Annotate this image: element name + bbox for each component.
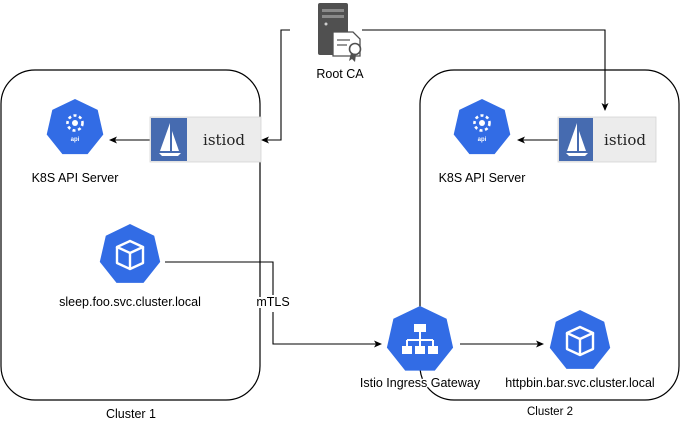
network-gateway-icon bbox=[386, 306, 454, 371]
api-server-label: K8S API Server bbox=[32, 171, 119, 185]
server-certificate-icon bbox=[318, 3, 362, 62]
service-label: httpbin.bar.svc.cluster.local bbox=[505, 376, 654, 390]
api-icon-text: api bbox=[478, 137, 487, 143]
istiod-logo: istiod bbox=[149, 116, 262, 163]
cluster-2-label: Cluster 2 bbox=[527, 406, 573, 418]
connectors bbox=[109, 29, 609, 348]
pod-service-icon bbox=[99, 224, 161, 283]
istio-sail-icon bbox=[160, 123, 170, 151]
k8s-api-icon: api bbox=[453, 99, 511, 155]
service-label: sleep.foo.svc.cluster.local bbox=[59, 295, 201, 309]
istio-sail-icon bbox=[567, 123, 577, 151]
root-ca-label: Root CA bbox=[316, 67, 364, 81]
api-icon-text: api bbox=[71, 137, 80, 143]
pod-service-icon bbox=[549, 310, 611, 369]
gateway-label: Istio Ingress Gateway bbox=[360, 376, 481, 390]
istiod-label: istiod bbox=[203, 131, 245, 149]
api-server-label: K8S API Server bbox=[439, 171, 526, 185]
mtls-path-to-gateway-arrow bbox=[272, 312, 382, 348]
mtls-path bbox=[165, 261, 274, 295]
root-ca-to-istiod-2-arrow bbox=[362, 29, 609, 111]
cluster-1-boundary bbox=[0, 69, 261, 401]
k8s-api-icon: api bbox=[46, 99, 104, 155]
mtls-label: mTLS bbox=[256, 295, 289, 309]
istiod-logo: istiod bbox=[557, 116, 657, 163]
istiod-label: istiod bbox=[604, 131, 646, 149]
root-ca-to-istiod-1-arrow bbox=[261, 29, 290, 144]
cluster-2-boundary bbox=[419, 69, 680, 401]
cluster-1-label: Cluster 1 bbox=[106, 407, 156, 421]
